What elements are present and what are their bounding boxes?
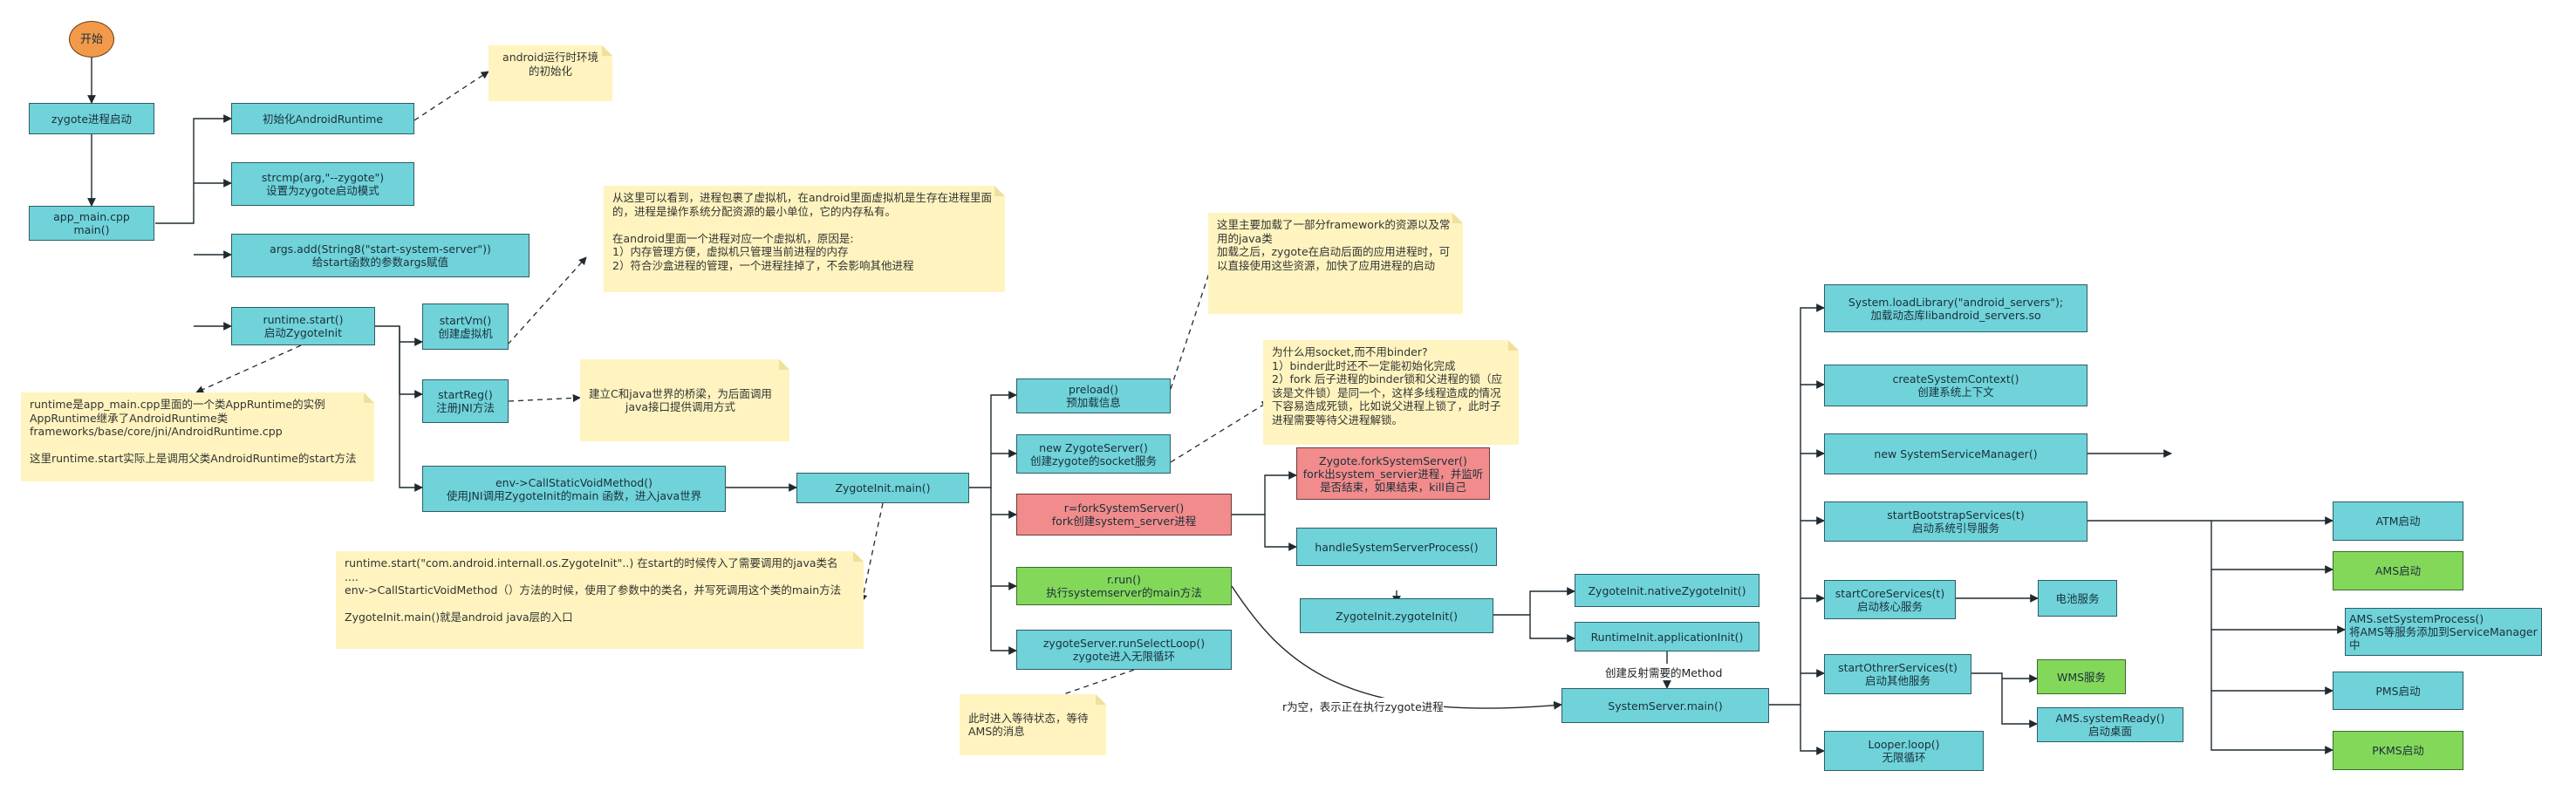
load-library-node: System.loadLibrary("android_servers"); 加…: [1824, 284, 2087, 332]
socket-binder-note: 为什么用socket,而不用binder? 1）binder此时还不一定能初始化…: [1263, 340, 1519, 445]
preload-info-note: 这里主要加载了一部分framework的资源以及常用的java类 加载之后，zy…: [1208, 213, 1463, 314]
init-runtime-node: 初始化AndroidRuntime: [231, 103, 414, 134]
zygote-start-node: zygote进程启动: [29, 103, 154, 134]
zygoteinit-zygoteinit-node: ZygoteInit.zygoteInit(): [1300, 598, 1493, 633]
run-select-loop-node: zygoteServer.runSelectLoop() zygote进入无限循…: [1016, 630, 1232, 670]
ams-system-ready-node: AMS.systemReady() 启动桌面: [2037, 707, 2183, 742]
start-node: 开始: [69, 21, 114, 58]
create-system-context-node: createSystemContext() 创建系统上下文: [1824, 365, 2087, 406]
looper-loop-node: Looper.loop() 无限循环: [1824, 731, 1984, 771]
startvm-node: startVm() 创建虚拟机: [422, 304, 509, 350]
runtime-env-note: android运行时环境 的初始化: [489, 45, 612, 101]
reflect-method-label: 创建反射需要的Method: [1605, 664, 1723, 680]
strcmp-node: strcmp(arg,"--zygote") 设置为zygote启动模式: [231, 162, 414, 206]
waiting-ams-note: 此时进入等待状态，等待 AMS的消息: [960, 694, 1106, 755]
preload-node: preload() 预加载信息: [1016, 379, 1171, 413]
runtime-start-node: runtime.start() 启动ZygoteInit: [231, 307, 375, 345]
pkms-start-node: PKMS启动: [2333, 731, 2463, 770]
r-null-label: r为空，表示正在执行zygote进程: [1282, 698, 1444, 714]
handle-system-server-process-node: handleSystemServerProcess(): [1296, 528, 1497, 566]
process-vm-note: 从这里可以看到，进程包裹了虚拟机，在android里面虚拟机是生存在进程里面的，…: [604, 186, 1005, 292]
ams-set-system-process-node: AMS.setSystemProcess() 将AMS等服务添加到Service…: [2345, 608, 2542, 656]
fork-system-server-node: r=forkSystemServer() fork创建system_server…: [1016, 494, 1232, 535]
jni-bridge-note: 建立C和java世界的桥梁，为后面调用 java接口提供调用方式: [580, 359, 789, 441]
app-main-node: app_main.cpp main(): [29, 206, 154, 241]
start-other-services-node: startOthrerServices(t) 启动其他服务: [1824, 654, 1971, 694]
runtime-start-java-note: runtime.start("com.android.internall.os.…: [336, 551, 864, 649]
battery-service-node: 电池服务: [2038, 580, 2117, 617]
zygote-fork-system-server-node: Zygote.forkSystemServer() fork出system_se…: [1296, 447, 1490, 500]
args-add-node: args.add(String8("start-system-server"))…: [231, 234, 530, 277]
startreg-node: startReg() 注册JNI方法: [422, 379, 509, 423]
r-run-node: r.run() 执行systemserver的main方法: [1016, 567, 1232, 605]
zygoteinit-main-node: ZygoteInit.main(): [796, 473, 969, 503]
new-zygote-server-node: new ZygoteServer() 创建zygote的socket服务: [1016, 434, 1171, 474]
pms-start-node: PMS启动: [2333, 672, 2463, 710]
native-zygote-init-node: ZygoteInit.nativeZygoteInit(): [1575, 574, 1759, 607]
runtime-application-init-node: RuntimeInit.applicationInit(): [1575, 622, 1759, 651]
start-core-services-node: startCoreServices(t) 启动核心服务: [1824, 580, 1956, 619]
wms-service-node: WMS服务: [2037, 659, 2126, 694]
atm-start-node: ATM启动: [2333, 501, 2463, 541]
ams-start-node: AMS启动: [2333, 551, 2463, 590]
system-server-main-node: SystemServer.main(): [1561, 688, 1769, 723]
runtime-class-note: runtime是app_main.cpp里面的一个类AppRuntime的实例 …: [21, 392, 374, 481]
start-bootstrap-services-node: startBootstrapServices(t) 启动系统引导服务: [1824, 501, 2087, 542]
new-system-service-manager-node: new SystemServiceManager(): [1824, 433, 2087, 474]
call-static-method-node: env->CallStaticVoidMethod() 使用JNI调用Zygot…: [422, 466, 726, 512]
